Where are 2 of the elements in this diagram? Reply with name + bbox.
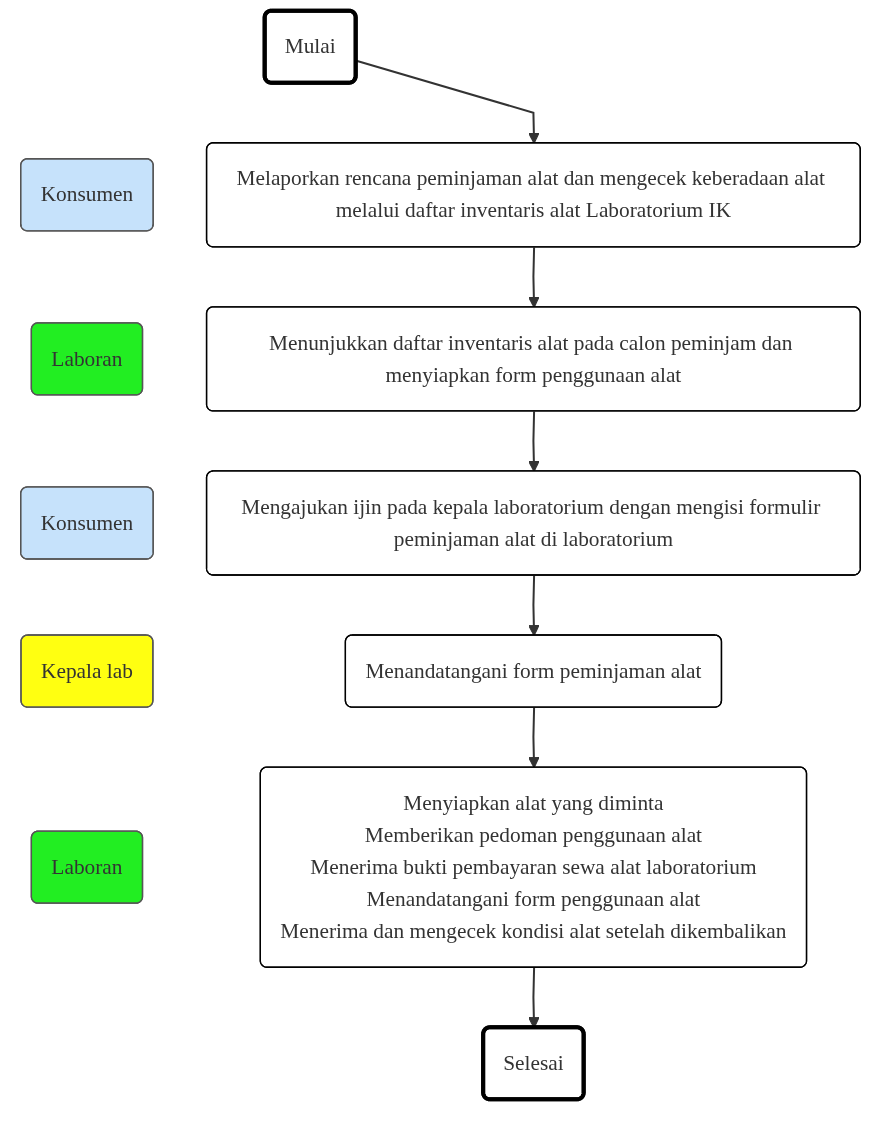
arrow [528,574,540,637]
arrow [528,706,540,769]
